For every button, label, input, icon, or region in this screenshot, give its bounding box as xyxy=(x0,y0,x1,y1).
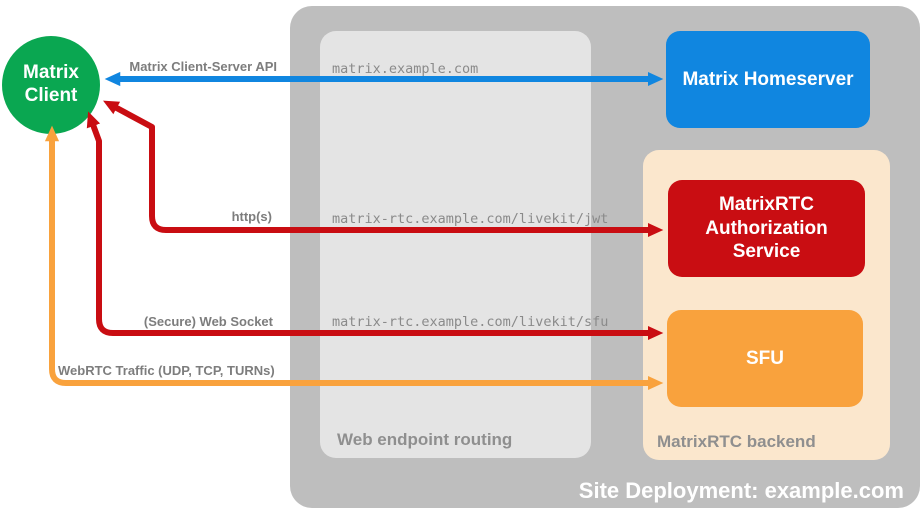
arrow-label-secure-web-socket: (Secure) Web Socket xyxy=(143,314,273,329)
endpoint-matrix-example-com: matrix.example.com xyxy=(332,61,479,77)
endpoint-livekit-jwt: matrix-rtc.example.com/livekit/jwt xyxy=(332,211,609,227)
matrix-homeserver-label: Matrix Homeserver xyxy=(682,68,854,90)
web-endpoint-routing-container: Web endpoint routing xyxy=(320,31,591,458)
web-endpoint-routing-label: Web endpoint routing xyxy=(337,430,513,449)
sfu-label: SFU xyxy=(746,347,784,369)
endpoint-livekit-sfu: matrix-rtc.example.com/livekit/sfu xyxy=(332,314,609,330)
matrix-client-node: Matrix Client xyxy=(2,36,100,134)
site-deployment-label: Site Deployment: example.com xyxy=(578,478,904,503)
matrixrtc-backend-label: MatrixRTC backend xyxy=(657,432,816,451)
sfu-node: SFU xyxy=(667,310,863,407)
arrow-label-webrtc-traffic: WebRTC Traffic (UDP, TCP, TURNs) xyxy=(58,363,275,378)
matrixrtc-authorization-service-label: MatrixRTC Authorization Service xyxy=(705,193,828,263)
arrow-label-client-server-api: Matrix Client-Server API xyxy=(129,59,277,74)
matrixrtc-authorization-service-node: MatrixRTC Authorization Service xyxy=(668,180,865,277)
matrix-homeserver-node: Matrix Homeserver xyxy=(666,31,870,128)
arrow-label-https: http(s) xyxy=(231,209,272,224)
matrix-client-label: Matrix Client xyxy=(23,62,79,106)
